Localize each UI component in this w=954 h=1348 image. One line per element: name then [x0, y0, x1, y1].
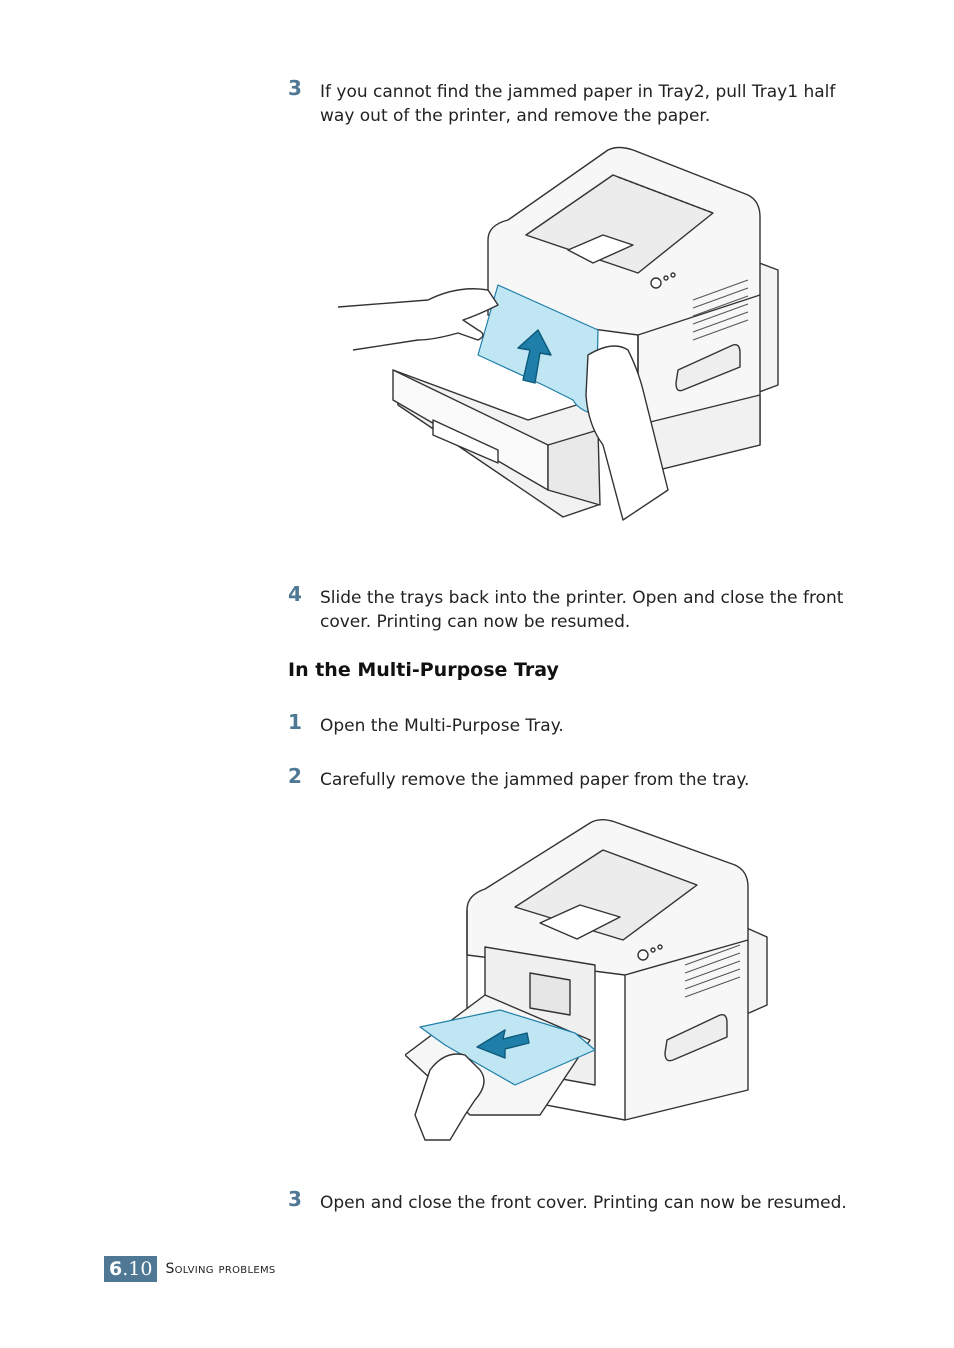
page-footer: 6.10 Solving problems	[104, 1256, 276, 1282]
step-text: Carefully remove the jammed paper from t…	[320, 770, 750, 790]
chapter-number: 6	[109, 1258, 123, 1280]
step-number: 4	[288, 582, 302, 606]
mp-tray-jam-illustration	[405, 819, 768, 1141]
step-1-mp: 1 Open the Multi-Purpose Tray.	[288, 710, 848, 738]
step-text: Open the Multi-Purpose Tray.	[320, 716, 564, 736]
tray1-jam-illustration	[338, 146, 779, 521]
step-3-mp: 3 Open and close the front cover. Printi…	[288, 1187, 848, 1215]
step-2-mp: 2 Carefully remove the jammed paper from…	[288, 764, 848, 792]
step-text: If you cannot find the jammed paper in T…	[320, 82, 836, 126]
page-number: .10	[122, 1258, 153, 1280]
step-number: 2	[288, 764, 302, 788]
section-heading: In the Multi-Purpose Tray	[288, 659, 559, 681]
step-number: 3	[288, 76, 302, 100]
step-number: 3	[288, 1187, 302, 1211]
page-number-badge: 6.10	[104, 1256, 158, 1282]
step-text: Slide the trays back into the printer. O…	[320, 588, 844, 632]
step-number: 1	[288, 710, 302, 734]
step-3-tray1: 3 If you cannot find the jammed paper in…	[288, 76, 848, 128]
step-text: Open and close the front cover. Printing…	[320, 1193, 847, 1213]
chapter-title: Solving problems	[165, 1261, 276, 1277]
step-4: 4 Slide the trays back into the printer.…	[288, 582, 848, 634]
